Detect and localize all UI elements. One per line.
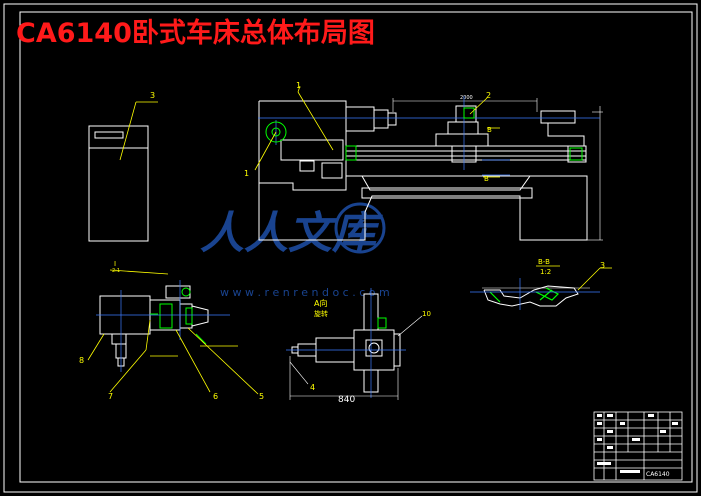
view-a-sub: 旋转 (314, 309, 328, 318)
balloon-8: 8 (79, 356, 84, 365)
dim-840: 840 (338, 395, 355, 405)
view-i-label: I (114, 260, 116, 268)
electrical-cabinet: 3 (88, 91, 158, 242)
view-b-marker: B (487, 126, 492, 134)
title-block-drawing-no: CA6140 (646, 471, 670, 478)
view-a-axis (286, 288, 406, 398)
outer-frame (3, 3, 698, 493)
balloon-10: 10 (422, 310, 431, 318)
balloon-1-handwheel: 1 (244, 169, 249, 178)
drawing-title: CA6140卧式车床总体布局图 (16, 17, 375, 49)
view-b-marker-2: B (484, 175, 489, 183)
balloon-1-headstock: 1 (296, 81, 301, 90)
balloon-5: 5 (259, 392, 264, 401)
section-b-b (482, 285, 590, 307)
balloon-7: 7 (108, 392, 113, 401)
balloon-2-carriage: 2 (486, 91, 491, 100)
watermark-url: w w w . r e n r e n d o c . c o m (220, 286, 390, 299)
inner-frame (19, 11, 693, 483)
balloon-3-cabinet: 3 (150, 91, 155, 100)
lathe-green-parts (265, 107, 583, 161)
dim-top: 2000 (460, 95, 473, 101)
view-a-label: A向 (314, 298, 327, 308)
view-i-scale: 2:1 (112, 268, 120, 274)
view-a-rotated (291, 293, 401, 393)
elevation-leaders (254, 85, 500, 178)
detail-i-leaders (87, 269, 259, 395)
balloon-6: 6 (213, 392, 218, 401)
lathe-elevation: 2000 (258, 95, 603, 241)
detail-i-green (150, 287, 207, 345)
balloon-4: 4 (310, 383, 315, 392)
balloon-3-section: 3 (600, 261, 605, 270)
section-b-b-scale: 1:2 (540, 268, 551, 276)
section-b-b-label: B-B (538, 258, 550, 266)
title-block-fill (597, 414, 678, 473)
watermark-text: 人人文库 (200, 208, 383, 259)
watermark: 人人文库 w w w . r e n r e n d o c . c o m (200, 202, 390, 299)
detail-i-view (99, 285, 209, 367)
view-a-dims (289, 315, 423, 400)
detail-i-axis (96, 280, 230, 372)
watermark-ring (334, 202, 386, 254)
view-a-green (377, 317, 387, 329)
section-b-b-axis (470, 278, 600, 310)
title-block (593, 411, 683, 481)
section-b-b-leaders (536, 265, 612, 291)
